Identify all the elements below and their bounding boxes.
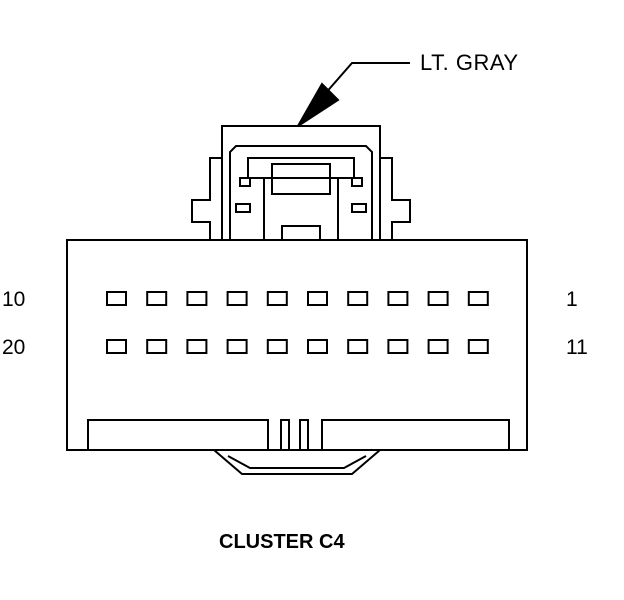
pin-cavity-14 [347,339,369,354]
callout-leader-line [323,62,410,96]
pin-label-row1-right: 1 [566,288,578,311]
pin-cavity-16 [266,339,288,354]
connector-title: CLUSTER C4 [219,531,345,553]
callout-arrowhead [297,82,340,127]
latch-inner-frame [229,145,373,240]
bottom-skirt-inner [227,455,367,469]
pin-cavity-13 [387,339,409,354]
latch-outer-housing [221,125,381,241]
pin-cavity-20 [106,339,127,354]
color-callout-label: LT. GRAY [420,50,519,75]
bottom-left-rail [87,419,269,451]
connector-body [66,239,528,451]
bottom-center-key-right [299,419,309,451]
latch-center-slot [281,225,321,241]
pin-cavity-17 [226,339,248,354]
pin-cavity-15 [307,339,328,354]
latch-left-slot [235,203,251,213]
pin-label-row2-right: 11 [566,336,588,359]
bottom-skirt-outer [213,449,381,475]
pin-cavity-9 [146,291,168,306]
bottom-center-key-left [280,419,290,451]
pin-cavity-5 [307,291,328,306]
pin-cavities [106,291,489,354]
pin-cavity-8 [186,291,208,306]
pin-cavity-12 [427,339,449,354]
pin-cavity-10 [106,291,127,306]
latch-inner-panel [247,157,355,179]
latch-right-ear [380,157,411,240]
latch-left-rail [239,177,251,187]
pin-cavity-6 [266,291,288,306]
pin-cavity-1 [467,291,489,306]
pin-cavity-4 [347,291,369,306]
bottom-right-rail [321,419,510,451]
latch-right-slot [351,203,367,213]
pin-cavity-3 [387,291,409,306]
pin-label-row1-left: 10 [2,288,26,311]
pin-cavity-11 [467,339,489,354]
pin-cavity-19 [146,339,168,354]
pin-cavity-2 [427,291,449,306]
pin-cavity-18 [186,339,208,354]
latch-left-ear [191,157,222,240]
pin-label-row2-left: 20 [2,336,26,359]
pin-cavity-7 [226,291,248,306]
latch-right-rail [351,177,363,187]
